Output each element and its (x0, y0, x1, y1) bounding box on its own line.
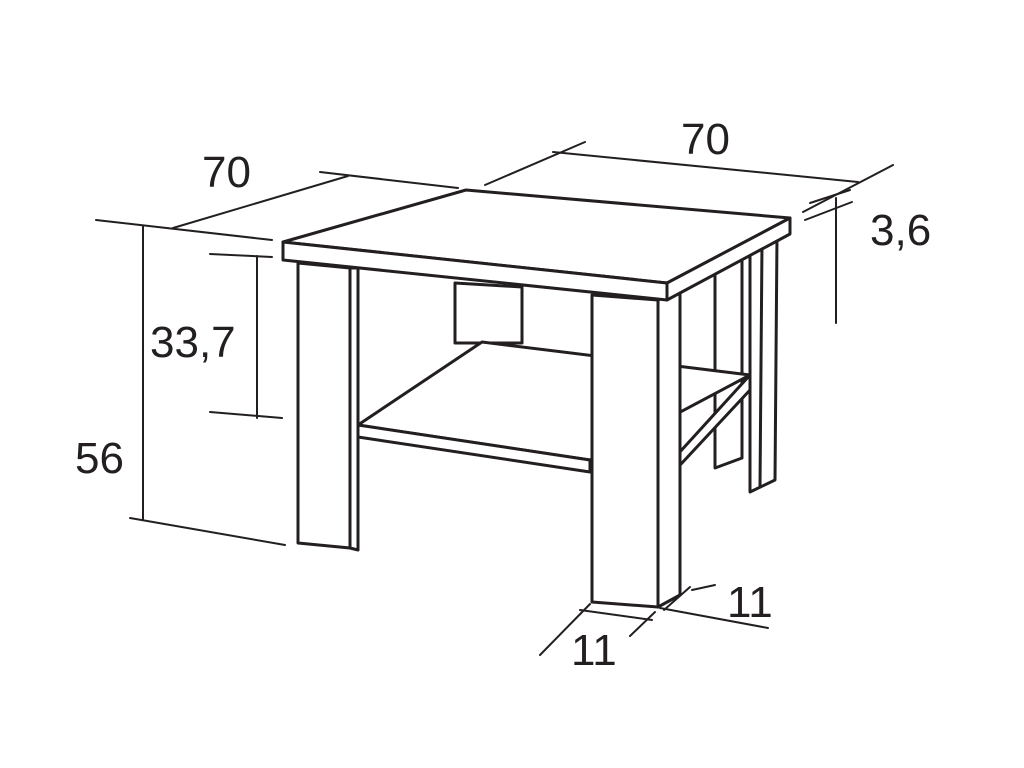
dimension-top-width-left (95, 171, 459, 241)
dimension-leg-width-front (539, 603, 656, 656)
dimension-top-width-right (484, 141, 894, 213)
front-right-leg (590, 288, 682, 609)
table-top (281, 188, 792, 302)
label-leg-width-side: 11 (727, 578, 773, 627)
dimension-shelf-clearance (209, 253, 283, 419)
dimension-top-thickness (804, 189, 853, 324)
back-right-leg (748, 234, 779, 494)
label-top-width-right: 70 (681, 115, 730, 164)
front-left-leg (296, 261, 360, 552)
back-left-leg (453, 281, 524, 345)
back-middle-leg (713, 252, 744, 470)
label-total-height: 56 (75, 434, 124, 483)
dimension-total-height (129, 225, 286, 546)
label-top-thickness: 3,6 (870, 206, 931, 255)
lower-shelf (356, 340, 752, 480)
label-top-width-left: 70 (202, 148, 251, 197)
label-shelf-clearance: 33,7 (150, 318, 236, 367)
label-leg-width-front: 11 (571, 626, 617, 675)
dimension-leg-width-side (659, 584, 769, 629)
